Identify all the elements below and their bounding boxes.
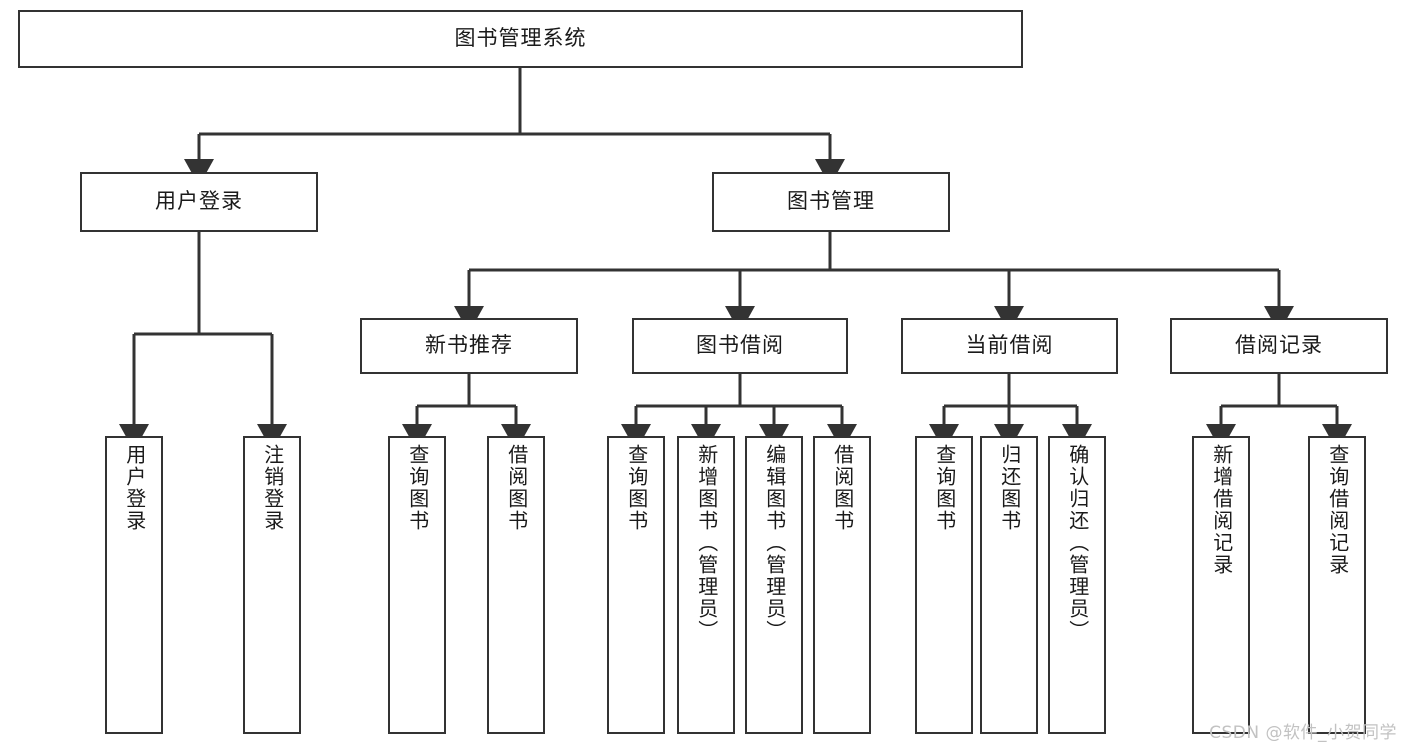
- node-new-book-recommend[interactable]: 新书推荐: [360, 318, 578, 374]
- node-book-manage[interactable]: 图书管理: [712, 172, 950, 232]
- node-borrow-record[interactable]: 借阅记录: [1170, 318, 1388, 374]
- node-leaf-query-borrow-record-label: 查询借阅记录: [1325, 444, 1350, 576]
- node-leaf-edit-book-label: 编辑图书（管理员）: [762, 444, 787, 642]
- node-leaf-add-borrow-record-label: 新增借阅记录: [1209, 444, 1234, 576]
- node-leaf-borrow-book-2[interactable]: 借阅图书: [813, 436, 871, 734]
- node-leaf-query-borrow-record[interactable]: 查询借阅记录: [1308, 436, 1366, 734]
- node-leaf-borrow-book-1-label: 借阅图书: [504, 444, 529, 532]
- node-leaf-query-book-1[interactable]: 查询图书: [388, 436, 446, 734]
- node-current-borrow[interactable]: 当前借阅: [901, 318, 1118, 374]
- node-leaf-edit-book[interactable]: 编辑图书（管理员）: [745, 436, 803, 734]
- node-leaf-user-login-label: 用户登录: [122, 444, 147, 532]
- node-leaf-query-book-3-label: 查询图书: [932, 444, 957, 532]
- node-root-system[interactable]: 图书管理系统: [18, 10, 1023, 68]
- node-leaf-query-book-2-label: 查询图书: [624, 444, 649, 532]
- node-leaf-user-login[interactable]: 用户登录: [105, 436, 163, 734]
- node-book-manage-label: 图书管理: [787, 189, 875, 214]
- node-leaf-add-book[interactable]: 新增图书（管理员）: [677, 436, 735, 734]
- node-user-login[interactable]: 用户登录: [80, 172, 318, 232]
- node-borrow-record-label: 借阅记录: [1235, 333, 1323, 358]
- node-root-system-label: 图书管理系统: [454, 26, 587, 51]
- node-user-login-label: 用户登录: [155, 189, 243, 214]
- node-book-borrow-label: 图书借阅: [696, 333, 784, 358]
- node-leaf-confirm-return-label: 确认归还（管理员）: [1065, 444, 1090, 642]
- node-leaf-user-logout[interactable]: 注销登录: [243, 436, 301, 734]
- node-leaf-return-book[interactable]: 归还图书: [980, 436, 1038, 734]
- node-leaf-borrow-book-1[interactable]: 借阅图书: [487, 436, 545, 734]
- node-leaf-user-logout-label: 注销登录: [260, 444, 285, 532]
- node-current-borrow-label: 当前借阅: [965, 333, 1054, 358]
- node-leaf-query-book-1-label: 查询图书: [405, 444, 430, 532]
- node-new-book-recommend-label: 新书推荐: [425, 333, 513, 358]
- node-leaf-add-book-label: 新增图书（管理员）: [694, 444, 719, 642]
- node-leaf-borrow-book-2-label: 借阅图书: [830, 444, 855, 532]
- node-leaf-query-book-3[interactable]: 查询图书: [915, 436, 973, 734]
- csdn-watermark: CSDN @软件_小贺同学: [1209, 723, 1397, 743]
- node-leaf-return-book-label: 归还图书: [997, 444, 1022, 532]
- node-leaf-confirm-return[interactable]: 确认归还（管理员）: [1048, 436, 1106, 734]
- node-leaf-query-book-2[interactable]: 查询图书: [607, 436, 665, 734]
- node-book-borrow[interactable]: 图书借阅: [632, 318, 848, 374]
- node-leaf-add-borrow-record[interactable]: 新增借阅记录: [1192, 436, 1250, 734]
